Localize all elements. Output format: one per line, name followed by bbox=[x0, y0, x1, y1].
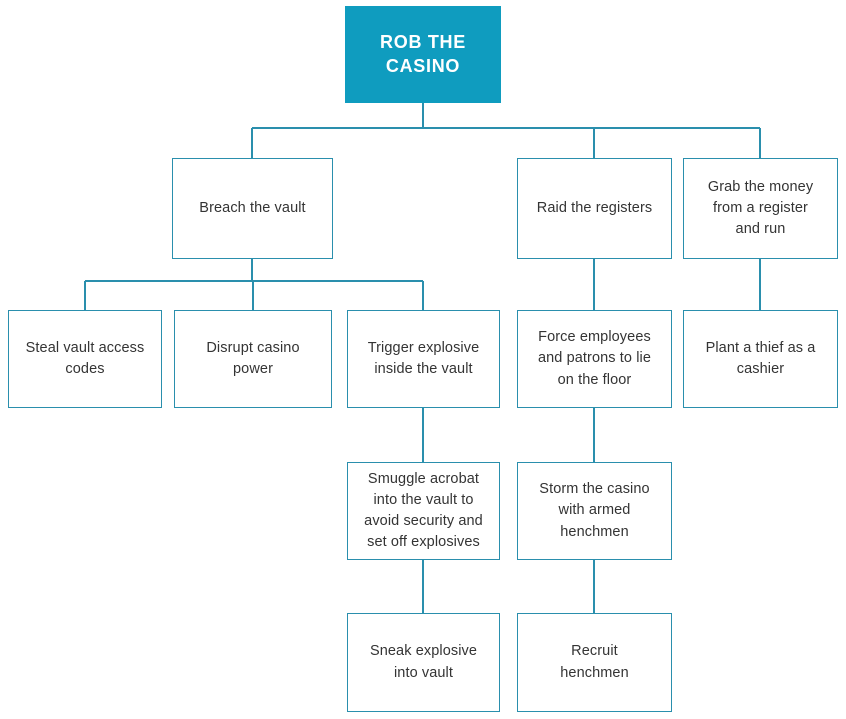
node-plant-a-thief-as-a-cashier[interactable]: Plant a thief as a cashier bbox=[683, 310, 838, 408]
node-label: Trigger explosive inside the vault bbox=[367, 339, 480, 377]
node-label: Steal vault access codes bbox=[25, 339, 145, 377]
node-grab-the-money-and-run[interactable]: Grab the money from a register and run bbox=[683, 158, 838, 259]
node-label: Sneak explosive into vault bbox=[369, 643, 478, 681]
node-rob-the-casino[interactable]: Rob the casino bbox=[345, 6, 501, 103]
node-label: Recruit henchmen bbox=[560, 643, 629, 681]
node-label: Storm the casino with armed henchmen bbox=[539, 481, 650, 540]
node-storm-the-casino-with-armed-henchmen[interactable]: Storm the casino with armed henchmen bbox=[517, 462, 672, 560]
node-label: Breach the vault bbox=[199, 199, 306, 216]
node-sneak-explosive-into-vault[interactable]: Sneak explosive into vault bbox=[347, 613, 500, 712]
node-breach-the-vault[interactable]: Breach the vault bbox=[172, 158, 333, 259]
node-trigger-explosive-inside-the-vault[interactable]: Trigger explosive inside the vault bbox=[347, 310, 500, 408]
node-label: Smuggle acrobat into the vault to avoid … bbox=[364, 470, 483, 551]
node-raid-the-registers[interactable]: Raid the registers bbox=[517, 158, 672, 259]
node-label: Force employees and patrons to lie on th… bbox=[537, 329, 652, 388]
node-label: Plant a thief as a cashier bbox=[705, 339, 816, 377]
node-recruit-henchmen[interactable]: Recruit henchmen bbox=[517, 613, 672, 712]
node-disrupt-casino-power[interactable]: Disrupt casino power bbox=[174, 310, 332, 408]
node-steal-vault-access-codes[interactable]: Steal vault access codes bbox=[8, 310, 162, 408]
node-smuggle-acrobat-into-the-vault[interactable]: Smuggle acrobat into the vault to avoid … bbox=[347, 462, 500, 560]
node-label: Raid the registers bbox=[536, 199, 653, 216]
node-label: Disrupt casino power bbox=[206, 339, 300, 377]
node-label: Grab the money from a register and run bbox=[707, 178, 814, 237]
node-label: Rob the casino bbox=[380, 32, 466, 76]
node-force-employees-and-patrons-to-lie-on-floor[interactable]: Force employees and patrons to lie on th… bbox=[517, 310, 672, 408]
